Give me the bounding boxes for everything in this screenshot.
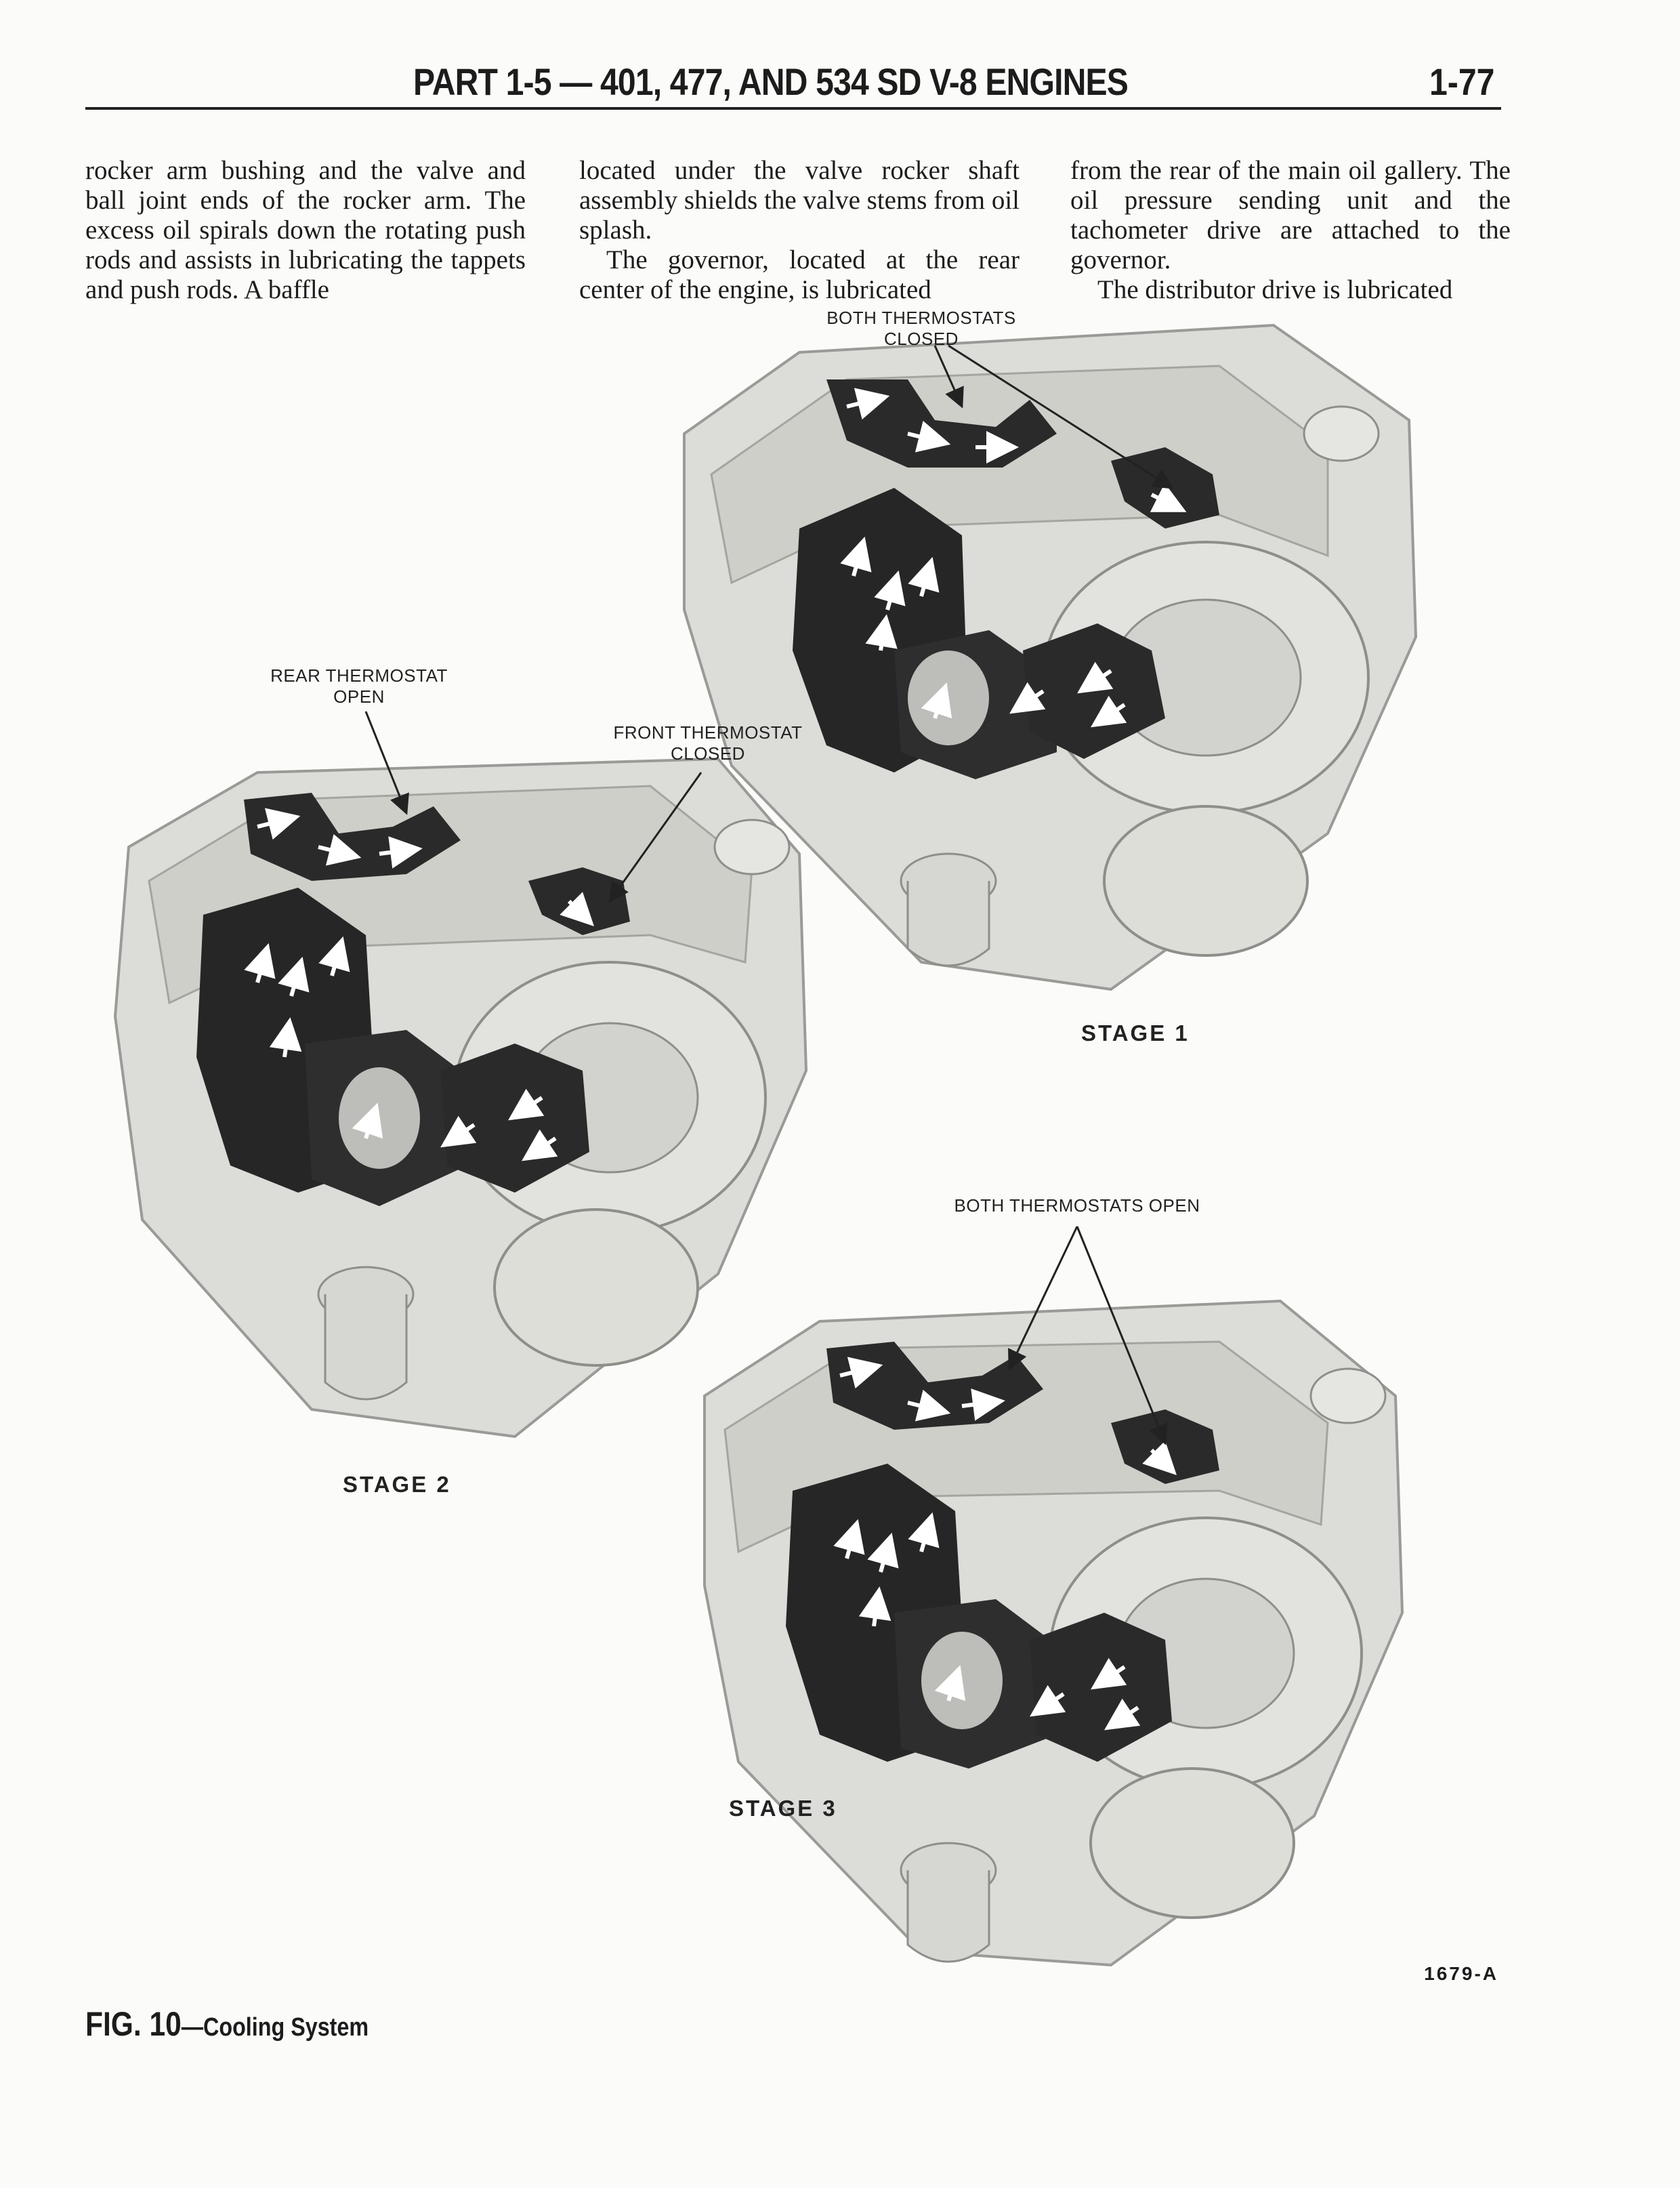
paragraph: located under the valve rocker shaft ass… bbox=[579, 156, 1020, 245]
figure-number: 1679-A bbox=[1424, 1963, 1498, 1984]
callout-leaders bbox=[364, 344, 1174, 1445]
text-column-3: from the rear of the main oil gallery. T… bbox=[1070, 156, 1511, 305]
label-both-thermostats-closed: BOTH THERMOSTATS CLOSED bbox=[826, 308, 1016, 349]
engine-illustration-stage-1 bbox=[683, 323, 1418, 991]
paragraph: The governor, located at the rear center… bbox=[579, 245, 1020, 304]
label-rear-thermostat-open: REAR THERMOSTAT OPEN bbox=[270, 665, 448, 707]
stage-1-label: STAGE 1 bbox=[1081, 1020, 1190, 1046]
text-column-2: located under the valve rocker shaft ass… bbox=[579, 156, 1020, 305]
stage-2-label: STAGE 2 bbox=[343, 1472, 451, 1497]
page-number: 1-77 bbox=[1429, 60, 1495, 103]
label-front-thermostat-closed: FRONT THERMOSTAT CLOSED bbox=[613, 722, 803, 764]
paragraph: The distributor drive is lubricated bbox=[1097, 275, 1453, 304]
paragraph: from the rear of the main oil gallery. T… bbox=[1070, 156, 1511, 274]
engine-illustration-stage-2 bbox=[113, 757, 808, 1439]
stage-3-label: STAGE 3 bbox=[729, 1796, 837, 1821]
page-header-title: PART 1-5 — 401, 477, AND 534 SD V-8 ENGI… bbox=[413, 60, 1129, 103]
engine-illustration-stage-3 bbox=[703, 1299, 1404, 1967]
text-column-1: rocker arm bushing and the valve and bal… bbox=[85, 156, 526, 305]
header-rule bbox=[85, 107, 1501, 110]
paragraph: rocker arm bushing and the valve and bal… bbox=[85, 156, 526, 304]
label-both-thermostats-open: BOTH THERMOSTATS OPEN bbox=[954, 1195, 1200, 1216]
figure-caption: FIG. 10—Cooling System bbox=[85, 2005, 369, 2043]
